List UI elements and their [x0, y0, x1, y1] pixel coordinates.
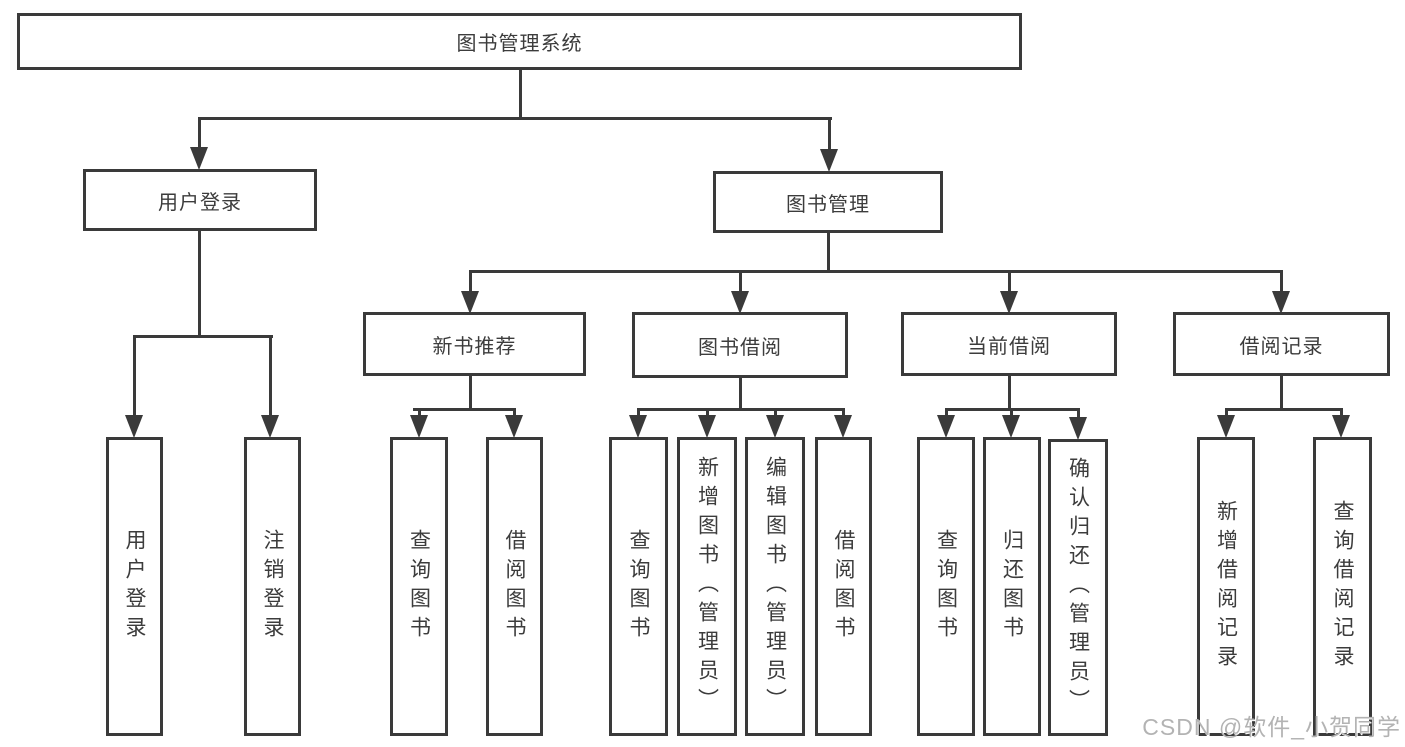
node-label: 确认归还（管理员）	[1066, 457, 1090, 718]
connector-line	[413, 408, 516, 411]
leaf-add-borrow-record: 新增借阅记录	[1197, 437, 1255, 736]
node-label: 查询图书	[407, 528, 431, 645]
leaf-confirm-return-admin: 确认归还（管理员）	[1048, 439, 1108, 736]
connector-line	[469, 376, 472, 410]
node-label: 用户登录	[158, 191, 242, 214]
node-label: 归还图书	[1000, 528, 1024, 645]
connector-line	[133, 335, 273, 338]
node-label: 图书借阅	[698, 336, 782, 359]
connector-line	[469, 270, 472, 293]
node-label: 新增图书（管理员）	[695, 456, 719, 717]
node-label: 新增借阅记录	[1214, 499, 1238, 674]
connector-line	[198, 117, 201, 151]
connector-line	[519, 70, 522, 120]
connector-line	[198, 231, 201, 337]
node-label: 新书推荐	[432, 335, 517, 358]
arrow-down-icon	[190, 147, 208, 170]
arrow-down-icon	[820, 149, 838, 172]
arrow-down-icon	[125, 415, 143, 438]
connector-line	[198, 117, 832, 120]
connector-line	[133, 335, 136, 420]
connector-line	[1280, 376, 1283, 410]
connector-line	[1225, 408, 1343, 411]
arrow-down-icon	[766, 415, 784, 438]
csdn-watermark: CSDN @软件_小贺同学	[1142, 714, 1401, 740]
node-label: 图书管理	[786, 193, 870, 216]
arrow-down-icon	[410, 415, 428, 438]
arrow-down-icon	[1069, 417, 1087, 440]
node-label: 图书管理系统	[456, 33, 583, 55]
connector-line	[1340, 408, 1343, 418]
connector-line	[637, 408, 640, 418]
node-user-login: 用户登录	[83, 169, 317, 231]
node-current-borrow: 当前借阅	[901, 312, 1117, 376]
connector-line	[1225, 408, 1228, 418]
connector-line	[739, 270, 742, 293]
arrow-down-icon	[834, 415, 852, 438]
connector-line	[637, 408, 844, 411]
arrow-down-icon	[261, 415, 279, 438]
leaf-query-borrow-record: 查询借阅记录	[1313, 437, 1372, 736]
node-library-system: 图书管理系统	[17, 13, 1022, 70]
node-label: 借阅图书	[832, 528, 855, 645]
connector-line	[774, 408, 777, 418]
leaf-borrow-books: 借阅图书	[486, 437, 543, 736]
connector-line	[418, 408, 421, 418]
connector-line	[1008, 376, 1011, 410]
connector-line	[945, 408, 948, 418]
arrow-down-icon	[1332, 415, 1350, 438]
leaf-return-books: 归还图书	[983, 437, 1041, 736]
node-label: 注销登录	[261, 528, 284, 645]
node-label: 当前借阅	[967, 335, 1051, 358]
arrow-down-icon	[505, 415, 523, 438]
connector-line	[513, 408, 516, 418]
leaf-query-books: 查询图书	[390, 437, 448, 736]
arrow-down-icon	[629, 415, 647, 438]
arrow-down-icon	[731, 291, 749, 314]
leaf-borrow-books: 借阅图书	[815, 437, 872, 736]
node-label: 编辑图书（管理员）	[763, 456, 787, 717]
connector-line	[828, 117, 831, 153]
arrow-down-icon	[461, 291, 479, 314]
connector-line	[706, 408, 709, 418]
leaf-add-books-admin: 新增图书（管理员）	[677, 437, 737, 736]
arrow-down-icon	[698, 415, 716, 438]
node-label: 查询图书	[627, 528, 650, 645]
connector-line	[739, 376, 742, 410]
leaf-logout: 注销登录	[244, 437, 301, 736]
arrow-down-icon	[1000, 291, 1018, 314]
connector-line	[1077, 408, 1080, 420]
node-new-book-recommend: 新书推荐	[363, 312, 586, 376]
node-book-management: 图书管理	[713, 171, 943, 233]
arrow-down-icon	[937, 415, 955, 438]
connector-line	[827, 233, 830, 273]
leaf-edit-books-admin: 编辑图书（管理员）	[745, 437, 805, 736]
arrow-down-icon	[1217, 415, 1235, 438]
connector-line	[1010, 408, 1013, 418]
node-label: 用户登录	[123, 528, 146, 645]
node-label: 查询图书	[934, 528, 958, 645]
leaf-query-books: 查询图书	[917, 437, 975, 736]
node-label: 借阅记录	[1239, 335, 1324, 358]
node-label: 借阅图书	[503, 528, 526, 645]
arrow-down-icon	[1002, 415, 1020, 438]
connector-line	[1280, 270, 1283, 293]
connector-line	[842, 408, 845, 418]
node-label: 查询借阅记录	[1331, 499, 1354, 674]
arrow-down-icon	[1272, 291, 1290, 314]
leaf-query-books: 查询图书	[609, 437, 668, 736]
leaf-user-login: 用户登录	[106, 437, 163, 736]
connector-line	[1008, 270, 1011, 293]
node-book-borrow: 图书借阅	[632, 312, 848, 378]
connector-line	[469, 270, 1282, 273]
connector-line	[269, 335, 272, 420]
node-borrow-records: 借阅记录	[1173, 312, 1390, 376]
